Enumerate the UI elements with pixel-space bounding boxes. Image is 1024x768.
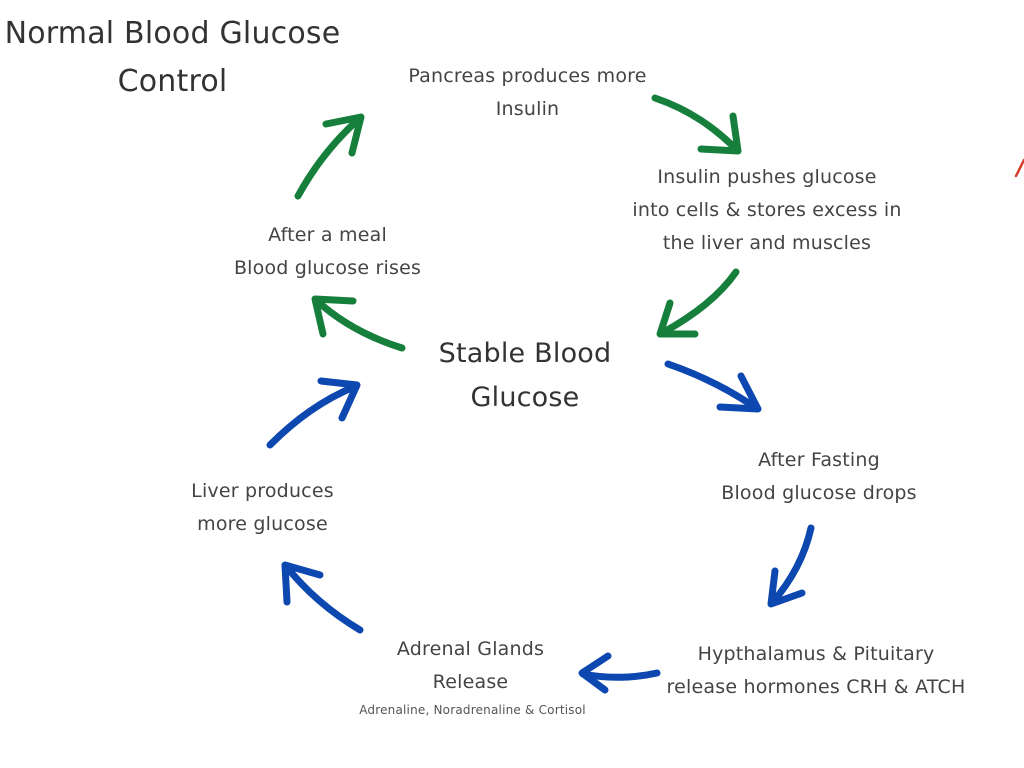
fasting-line-1: After Fasting (758, 449, 880, 471)
adrenal-hormones-note: Adrenaline, Noradrenaline & Cortisol (359, 703, 586, 717)
hypothalamus-line-1: Hypthalamus & Pituitary (697, 643, 935, 665)
arrow-liver-to-center (266, 377, 361, 449)
green-arrow-group (294, 94, 742, 352)
meal-line-2: Blood glucose rises (233, 257, 422, 279)
liver-line-1: Liver produces (191, 480, 334, 502)
adrenal-line-1: Adrenal Glands (396, 638, 545, 660)
pancreas-line-1: Pancreas produces more (408, 65, 647, 87)
blue-arrow-group (266, 360, 815, 694)
arrow-insulin-to-center (656, 268, 740, 338)
node-insulin: Insulin pushes glucose into cells & stor… (612, 161, 922, 260)
diagram-title: Normal Blood Glucose Control (0, 10, 345, 106)
pancreas-line-2: Insulin (495, 98, 560, 120)
node-adrenal: Adrenal Glands Release (368, 633, 573, 699)
center-line-1: Stable Blood (438, 338, 612, 369)
node-hypothalamus: Hypthalamus & Pituitary release hormones… (648, 638, 984, 704)
title-line-2: Control (117, 64, 228, 99)
liver-line-2: more glucose (197, 513, 328, 535)
arrow-meal-to-pancreas (294, 113, 365, 200)
title-line-1: Normal Blood Glucose (4, 16, 341, 51)
arrow-center-to-fasting (664, 360, 762, 413)
arrow-fasting-to-hypothalamus (767, 524, 815, 608)
adrenal-line-2: Release (432, 671, 509, 693)
red-edge-mark (1014, 158, 1024, 178)
fasting-line-2: Blood glucose drops (721, 482, 917, 504)
arrow-center-to-meal (311, 295, 406, 352)
insulin-line-1: Insulin pushes glucose (657, 166, 877, 188)
arrow-adrenal-to-liver (281, 561, 364, 634)
insulin-line-3: the liver and muscles (662, 232, 872, 254)
meal-line-1: After a meal (268, 224, 387, 246)
insulin-line-2: into cells & stores excess in (632, 199, 902, 221)
node-fasting: After Fasting Blood glucose drops (695, 444, 943, 510)
node-liver: Liver produces more glucose (160, 475, 365, 541)
center-line-2: Glucose (470, 382, 580, 413)
arrow-hypothalamus-to-adrenal (578, 652, 661, 694)
hypothalamus-line-2: release hormones CRH & ATCH (666, 676, 966, 698)
arrow-pancreas-to-insulin (651, 94, 742, 155)
center-label: Stable Blood Glucose (420, 332, 630, 420)
node-pancreas: Pancreas produces more Insulin (370, 60, 685, 126)
node-meal: After a meal Blood glucose rises (205, 219, 450, 285)
